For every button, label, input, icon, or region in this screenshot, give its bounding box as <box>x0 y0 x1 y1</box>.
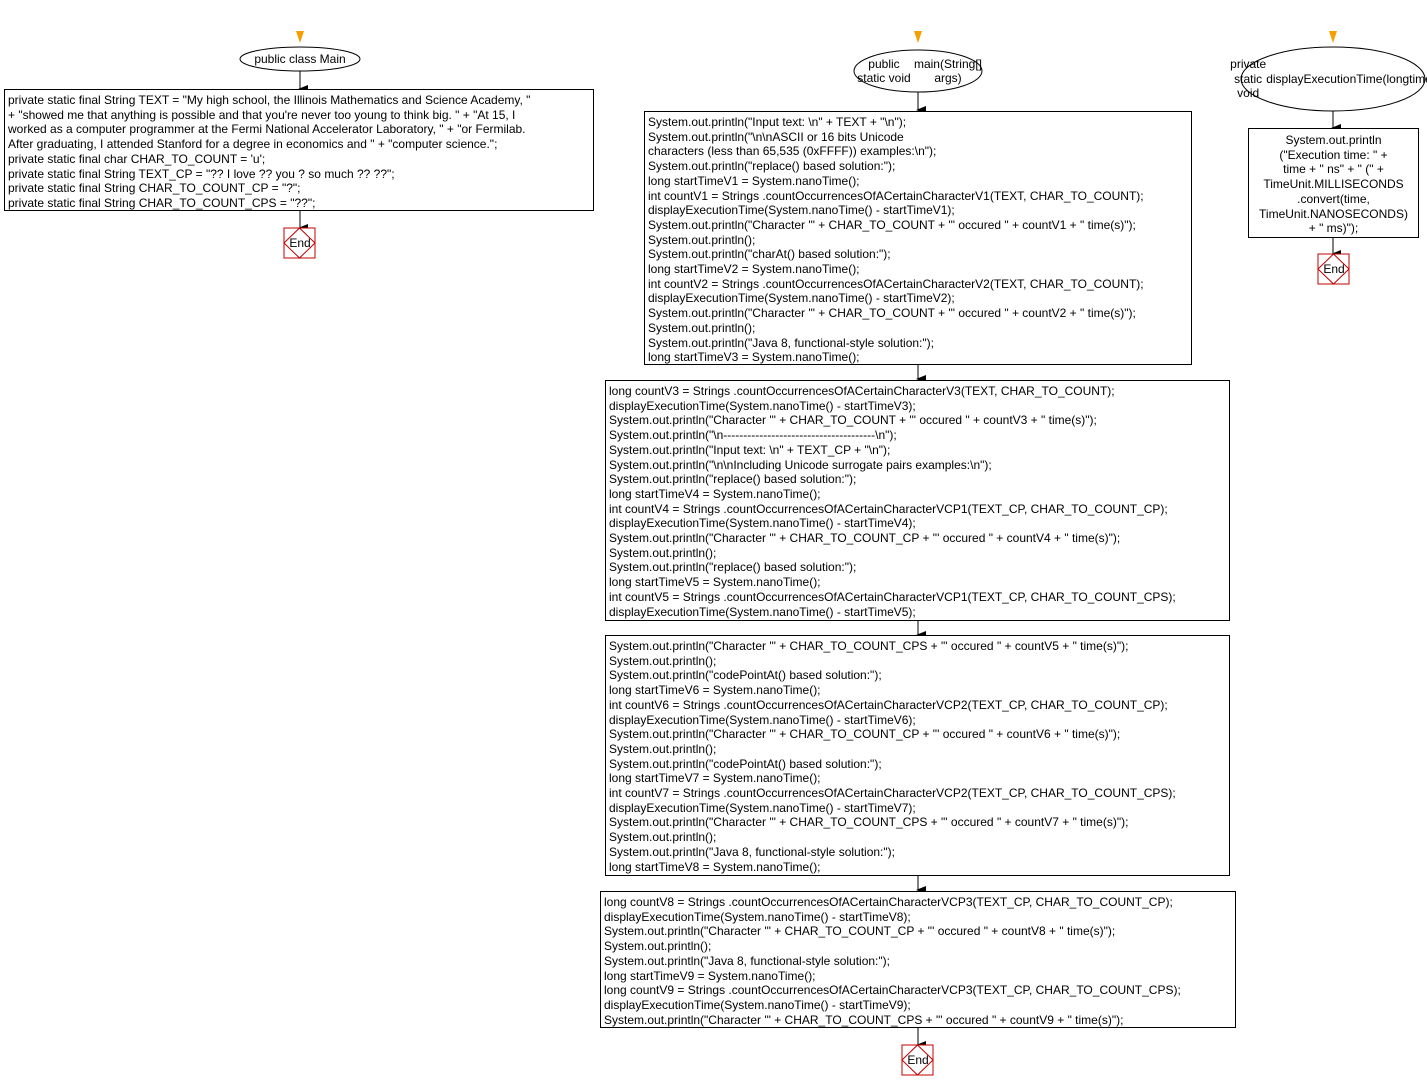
code-line: long startTimeV8 = System.nanoTime(); <box>609 859 821 874</box>
code-line: long startTimeV3 = System.nanoTime(); <box>648 350 860 365</box>
class-end-terminator <box>283 227 316 259</box>
code-line: System.out.println("Java 8, functional-s… <box>609 844 895 859</box>
code-line: displayExecutionTime(System.nanoTime() -… <box>609 516 916 531</box>
code-line: displayExecutionTime(System.nanoTime() -… <box>609 800 916 815</box>
header-line: public class Main <box>254 51 346 66</box>
code-line: private static final String CHAR_TO_COUN… <box>8 195 316 210</box>
header-line: main(String[] args) <box>913 56 982 86</box>
code-line: After graduating, I attended Stanford fo… <box>8 137 498 152</box>
code-line: System.out.println(); <box>604 939 712 954</box>
code-line: worked as a computer programmer at the F… <box>8 122 526 137</box>
main-code-block-2: long countV3 = Strings .countOccurrences… <box>605 380 1230 621</box>
header-line: displayExecutionTime(long <box>1266 71 1410 86</box>
code-line: characters (less than 65,535 (0xFFFF)) e… <box>648 144 937 159</box>
code-line: System.out.println <box>1285 133 1382 147</box>
class-start-marker <box>296 31 304 43</box>
code-line: System.out.println("codePointAt() based … <box>609 756 882 771</box>
code-line: ("Execution time: " + <box>1279 147 1388 162</box>
code-line: displayExecutionTime(System.nanoTime() -… <box>609 712 916 727</box>
code-line: + "showed me that anything is possible a… <box>8 107 516 122</box>
code-line: System.out.println("Input text: \n" + TE… <box>648 115 907 129</box>
code-line: long startTimeV6 = System.nanoTime(); <box>609 683 821 698</box>
code-line: System.out.println("replace() based solu… <box>648 159 896 174</box>
code-line: long startTimeV2 = System.nanoTime(); <box>648 262 860 277</box>
code-line: System.out.println("Character '" + CHAR_… <box>648 306 1136 321</box>
code-line: .convert(time, <box>1297 191 1370 206</box>
code-line: private static final String CHAR_TO_COUN… <box>8 181 301 196</box>
code-line: System.out.println("\n\nIncluding Unicod… <box>609 457 992 472</box>
code-line: System.out.println("Character '" + CHAR_… <box>609 815 1129 830</box>
header-line: time) <box>1409 71 1427 86</box>
code-line: private static final String TEXT = "My h… <box>8 93 531 107</box>
class-header-label: public class Main <box>240 47 360 71</box>
header-line: private static void <box>1230 57 1267 101</box>
code-line: System.out.println(); <box>609 741 717 756</box>
code-line: System.out.println("Character '" + CHAR_… <box>609 639 1129 653</box>
code-line: System.out.println("replace() based solu… <box>609 560 857 575</box>
code-line: displayExecutionTime(System.nanoTime() -… <box>604 909 911 924</box>
display-code-block: System.out.println("Execution time: " +t… <box>1248 128 1419 238</box>
display-start-marker <box>1329 31 1337 43</box>
code-line: long countV3 = Strings .countOccurrences… <box>609 384 1115 398</box>
code-line: int countV1 = Strings .countOccurrencesO… <box>648 188 1144 203</box>
code-line: private static final String TEXT_CP = "?… <box>8 166 395 181</box>
class-end-label: End <box>289 236 311 250</box>
code-line: System.out.println("Java 8, functional-s… <box>648 335 934 350</box>
main-end-label: End <box>907 1053 929 1067</box>
main-code-block-4: long countV8 = Strings .countOccurrences… <box>600 891 1236 1028</box>
code-line: System.out.println("\n\nASCII or 16 bits… <box>648 129 904 144</box>
code-line: System.out.println("Character '" + CHAR_… <box>609 531 1121 546</box>
code-line: System.out.println("Input text: \n" + TE… <box>609 442 891 457</box>
code-line: time + " ns" + " (" + <box>1283 162 1384 177</box>
code-line: + " ms)"); <box>1308 221 1359 236</box>
code-line: displayExecutionTime(System.nanoTime() -… <box>609 398 916 413</box>
main-end-terminator <box>901 1044 934 1076</box>
code-line: System.out.println("\n------------------… <box>609 428 897 443</box>
code-line: long startTimeV4 = System.nanoTime(); <box>609 486 821 501</box>
main-code-block-1: System.out.println("Input text: \n" + TE… <box>644 111 1192 365</box>
code-line: long countV8 = Strings .countOccurrences… <box>604 895 1173 909</box>
code-line: System.out.println(); <box>648 320 756 335</box>
code-line: System.out.println("Character '" + CHAR_… <box>648 217 1136 232</box>
code-line: long startTimeV7 = System.nanoTime(); <box>609 771 821 786</box>
code-line: long startTimeV1 = System.nanoTime(); <box>648 173 860 188</box>
display-end-terminator <box>1317 253 1350 285</box>
class-fields-block: private static final String TEXT = "My h… <box>4 89 594 211</box>
code-line: System.out.println(); <box>609 653 717 668</box>
code-line: System.out.println(); <box>648 232 756 247</box>
code-line: displayExecutionTime(System.nanoTime() -… <box>648 203 955 218</box>
code-line: int countV6 = Strings .countOccurrencesO… <box>609 697 1168 712</box>
code-line: System.out.println("Character '" + CHAR_… <box>604 1012 1124 1027</box>
code-line: System.out.println(); <box>609 545 717 560</box>
header-line: public static void <box>857 56 911 86</box>
code-line: displayExecutionTime(System.nanoTime() -… <box>609 604 916 619</box>
code-line: System.out.println("Java 8, functional-s… <box>604 953 890 968</box>
main-code-block-3: System.out.println("Character '" + CHAR_… <box>605 635 1230 876</box>
code-line: System.out.println("Character '" + CHAR_… <box>609 727 1121 742</box>
code-line: System.out.println("codePointAt() based … <box>609 668 882 683</box>
code-line: int countV5 = Strings .countOccurrencesO… <box>609 589 1176 604</box>
code-line: long startTimeV9 = System.nanoTime(); <box>604 968 816 983</box>
code-line: TimeUnit.MILLISECONDS <box>1263 177 1404 192</box>
code-line: System.out.println(); <box>609 830 717 845</box>
code-line: int countV2 = Strings .countOccurrencesO… <box>648 276 1144 291</box>
code-line: int countV7 = Strings .countOccurrencesO… <box>609 786 1176 801</box>
code-line: TimeUnit.NANOSECONDS) <box>1259 206 1408 221</box>
code-line: System.out.println("Character '" + CHAR_… <box>609 413 1097 428</box>
code-line: int countV4 = Strings .countOccurrencesO… <box>609 501 1168 516</box>
code-line: displayExecutionTime(System.nanoTime() -… <box>648 291 955 306</box>
code-line: System.out.println("Character '" + CHAR_… <box>604 924 1116 939</box>
code-line: System.out.println("replace() based solu… <box>609 472 857 487</box>
code-line: private static final char CHAR_TO_COUNT … <box>8 151 266 166</box>
code-line: System.out.println("charAt() based solut… <box>648 247 891 262</box>
code-line: long countV9 = Strings .countOccurrences… <box>604 983 1181 998</box>
main-start-marker <box>914 31 922 43</box>
code-line: long startTimeV5 = System.nanoTime(); <box>609 575 821 590</box>
code-line: displayExecutionTime(System.nanoTime() -… <box>604 997 911 1012</box>
display-end-label: End <box>1323 262 1345 276</box>
